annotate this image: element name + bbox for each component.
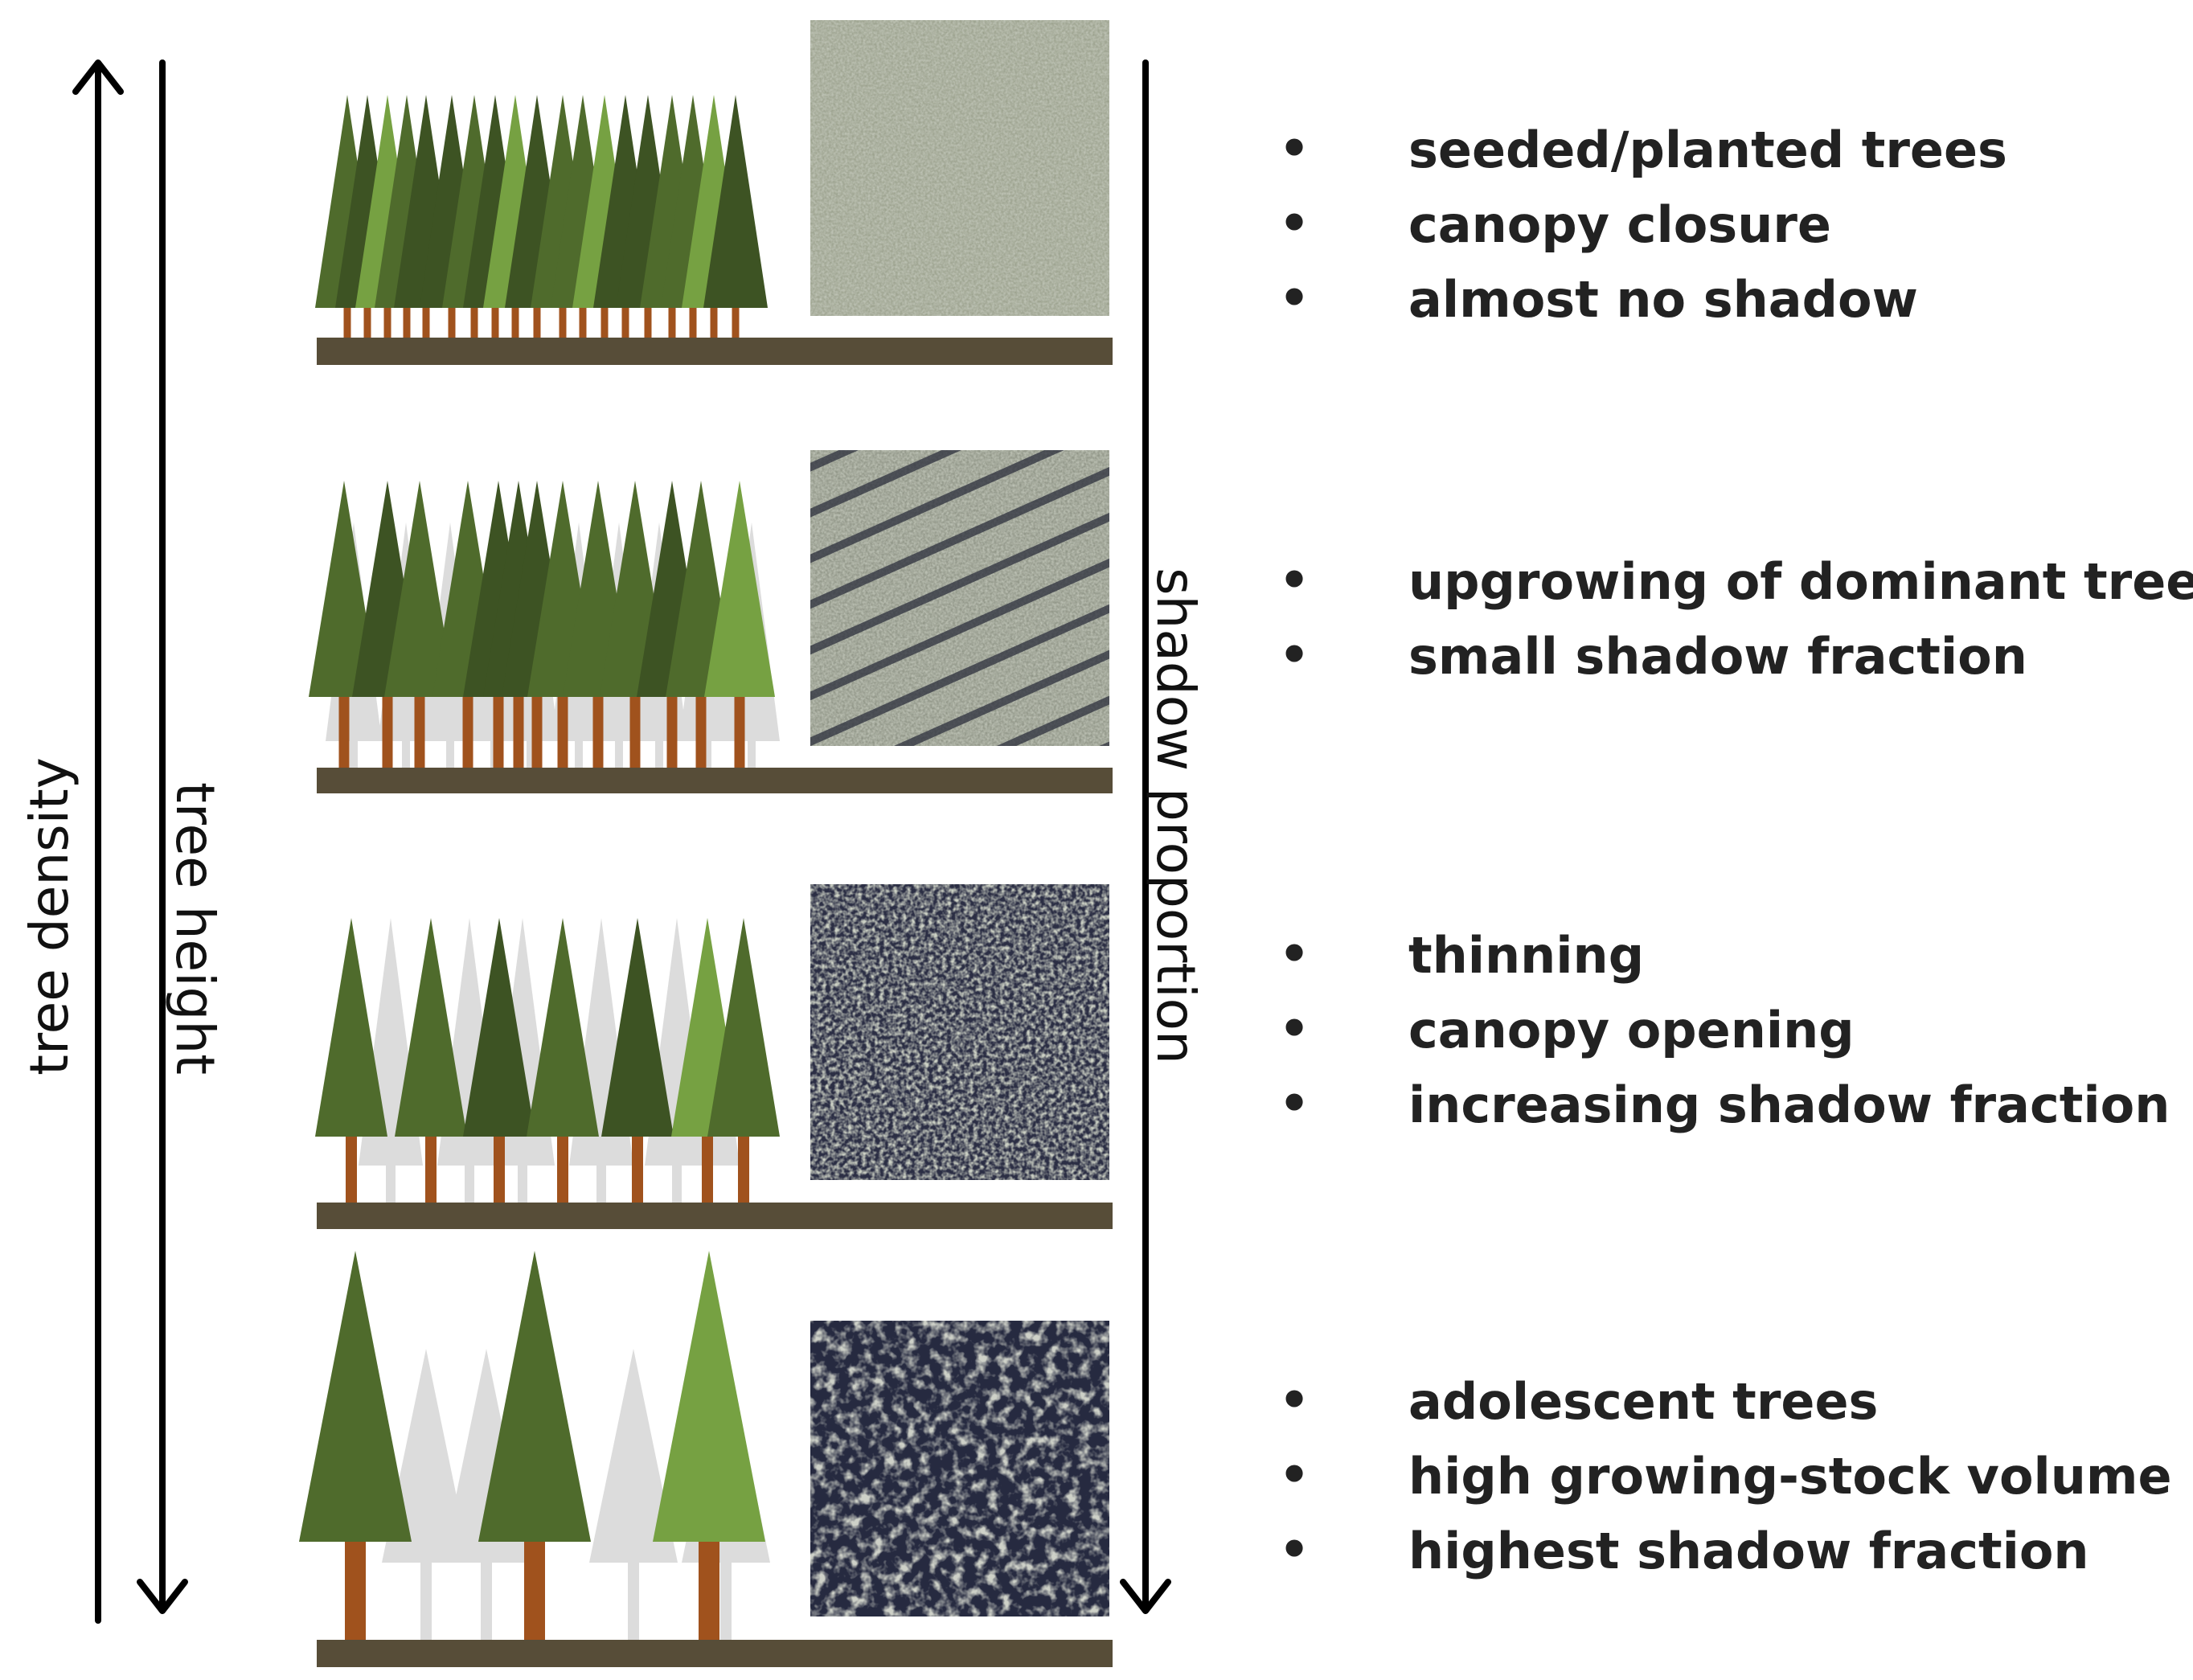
ground-strip (317, 768, 1113, 793)
tree-icon (653, 1251, 765, 1641)
stage-1-bullets: • seeded/planted trees • canopy closure … (1279, 121, 2007, 329)
stage-4-bullets: • adolescent trees • high growing-stock … (1279, 1372, 2172, 1580)
bullet-text: thinning (1408, 926, 1644, 985)
tree-illustration (309, 481, 780, 769)
aerial-image (810, 1321, 1109, 1616)
bullet-symbol: • (1279, 195, 1310, 252)
bullet-text: small shadow fraction (1408, 627, 2027, 686)
tree-density-label: tree density (18, 757, 80, 1076)
bullet-symbol: • (1279, 926, 1310, 982)
bullet-symbol: • (1279, 270, 1310, 326)
tree-height-label: tree height (164, 782, 226, 1075)
aerial-image (810, 884, 1109, 1180)
bullet-symbol: • (1279, 1372, 1310, 1428)
bullet-text: high growing-stock volume (1408, 1447, 2172, 1506)
ground-strip (317, 1640, 1113, 1667)
bullet-text: increasing shadow fraction (1408, 1076, 2170, 1134)
bullet-symbol: • (1279, 552, 1310, 608)
bullet-text: almost no shadow (1408, 270, 1918, 329)
tree-illustration (315, 95, 768, 339)
shadow-proportion-label: shadow proportion (1145, 568, 1207, 1064)
ground-strip (317, 1203, 1113, 1229)
stage-panel (315, 884, 1113, 1229)
bullet-text: highest shadow fraction (1408, 1522, 2089, 1580)
bullet-text: canopy closure (1408, 195, 1831, 254)
stage-panel (299, 1251, 1113, 1667)
bullet-text: adolescent trees (1408, 1372, 1878, 1431)
bullet-text: canopy opening (1408, 1001, 1855, 1059)
bullet-symbol: • (1279, 1522, 1310, 1578)
ground-strip (317, 338, 1113, 365)
bullet-symbol: • (1279, 1076, 1310, 1132)
bullet-text: upgrowing of dominant trees (1408, 552, 2193, 611)
stage-panel (315, 20, 1113, 365)
bullet-text: seeded/planted trees (1408, 121, 2007, 179)
aerial-image (810, 20, 1109, 316)
stage-3-bullets: • thinning • canopy opening • increasing… (1279, 926, 2170, 1134)
bullet-symbol: • (1279, 121, 1310, 177)
tree-illustration (315, 918, 780, 1204)
stage-panel (309, 362, 1206, 844)
bullet-symbol: • (1279, 1447, 1310, 1503)
tree-density-arrow (76, 63, 121, 1621)
stage-2-bullets: • upgrowing of dominant trees • small sh… (1279, 552, 2193, 686)
bullet-symbol: • (1279, 1001, 1310, 1057)
bullet-symbol: • (1279, 627, 1310, 683)
tree-icon (299, 1251, 412, 1641)
tree-illustration (299, 1251, 770, 1641)
